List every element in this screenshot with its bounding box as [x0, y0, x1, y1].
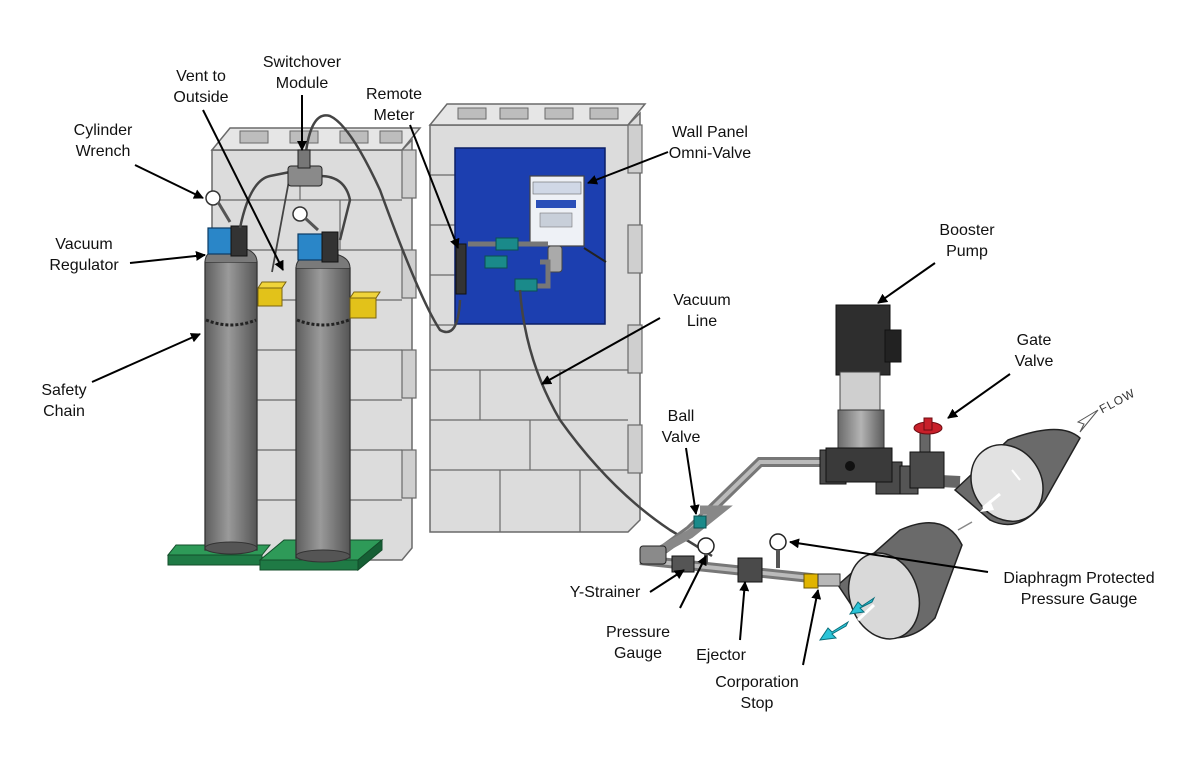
yellow-wall-brackets	[257, 281, 381, 319]
water-main-upper	[953, 428, 1081, 526]
switchover-module	[287, 149, 323, 187]
pointer-cylinder-wrench	[134, 164, 204, 199]
label-safety-chain: Safety Chain	[41, 382, 87, 420]
chlorine-cylinder-right	[292, 206, 351, 563]
label-booster-pump: Booster Pump	[939, 222, 995, 260]
label-switchover-module: Switchover Module	[262, 54, 342, 92]
water-main-lower	[837, 522, 963, 640]
label-vacuum-line: Vacuum Line	[673, 292, 731, 330]
pointer-vacuum-regulator	[129, 250, 206, 264]
gate-valve	[909, 417, 945, 489]
wall-panel	[454, 147, 607, 325]
booster-pump	[825, 304, 902, 483]
pointer-pressure-gauge	[679, 555, 707, 609]
label-corporation-stop: Corporation Stop	[715, 674, 799, 712]
flow-arrows	[818, 409, 1099, 641]
label-gate-valve: Gate Valve	[1014, 332, 1054, 370]
pointer-y-strainer	[649, 569, 685, 593]
pointer-ejector	[739, 581, 750, 641]
label-vacuum-regulator: Vacuum Regulator	[49, 236, 119, 274]
label-ball-valve: Ball Valve	[661, 408, 701, 446]
callout-pointers	[91, 95, 1011, 666]
pointer-remote-meter	[409, 124, 460, 249]
pointer-gate-valve	[947, 373, 1011, 419]
label-remote-meter: Remote Meter	[365, 86, 423, 124]
label-vent-to-outside: Vent to Outside	[173, 68, 229, 106]
pointer-ball-valve	[685, 447, 700, 515]
chlorine-cylinder-left	[204, 190, 258, 555]
label-wall-panel: Wall Panel Omni-Valve	[668, 124, 752, 162]
label-ejector: Ejector	[696, 647, 746, 664]
label-cylinder-wrench: Cylinder Wrench	[73, 122, 133, 160]
pointer-corporation-stop	[802, 589, 822, 666]
pointer-vent-to-outside	[202, 109, 284, 271]
pointer-wall-panel	[587, 151, 669, 185]
label-pressure-gauge: Pressure Gauge	[605, 624, 671, 662]
pointer-diaphragm-gauge	[789, 538, 989, 573]
pointer-vacuum-line	[541, 317, 661, 385]
pointer-booster-pump	[877, 262, 936, 304]
pointer-safety-chain	[91, 333, 201, 383]
label-diaphragm-gauge: Diaphragm Protected Pressure Gauge	[1003, 570, 1155, 608]
label-y-strainer: Y-Strainer	[569, 584, 641, 601]
ejector-assembly	[639, 515, 841, 589]
